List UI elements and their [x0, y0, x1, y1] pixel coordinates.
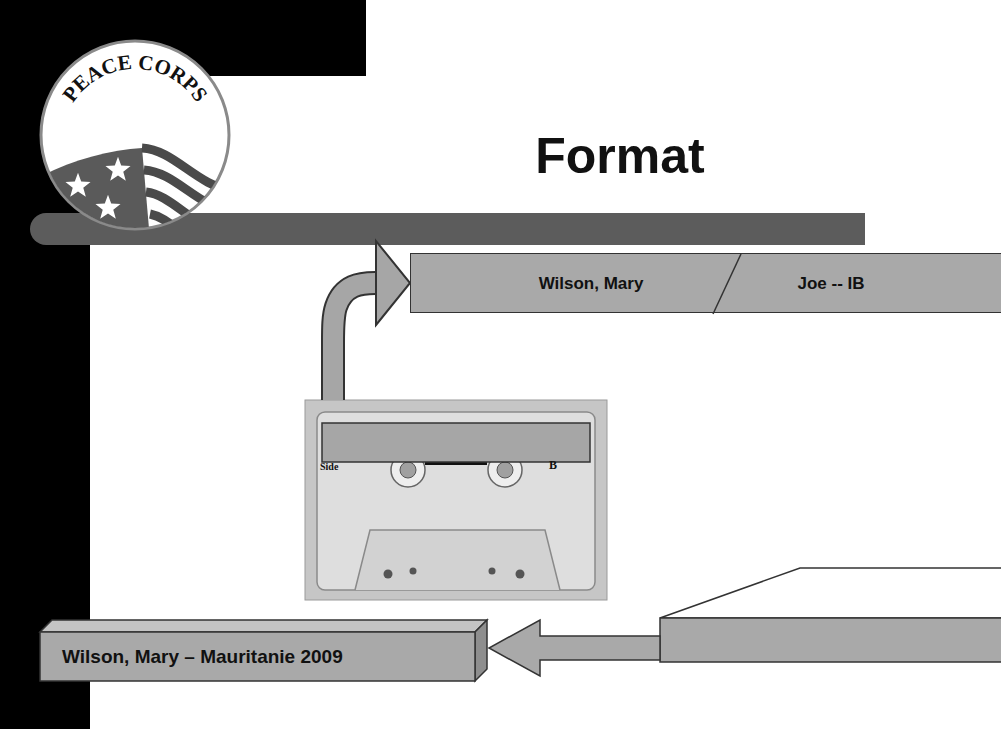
- logo-lettering-path: PEACE CORPS: [58, 50, 213, 106]
- cassette-bottom: [355, 530, 560, 590]
- label-divider: [713, 254, 741, 314]
- box-front: [40, 632, 475, 681]
- flag-field: [38, 148, 150, 240]
- cassette-photo: [305, 400, 607, 600]
- cassette-hole: [384, 570, 393, 579]
- side-marking: Side: [320, 461, 338, 473]
- box-side: [475, 620, 487, 681]
- cassette-hole: [410, 568, 417, 575]
- logo-lettering: PEACE CORPS: [58, 50, 213, 106]
- side-letter: B: [549, 459, 557, 473]
- box-top: [40, 620, 487, 632]
- block-arrow: [333, 241, 410, 400]
- logo-flag: [38, 148, 235, 246]
- cassette-label: [322, 423, 590, 462]
- spine-text: Wilson, Mary – Mauritanie 2009: [62, 632, 343, 681]
- arrow-shaft: [333, 283, 380, 400]
- left-arrow: [489, 620, 660, 676]
- label-divider-layer: [411, 254, 1001, 314]
- cassette-hub: [497, 462, 513, 478]
- spine-block: [660, 568, 1001, 662]
- block-top: [660, 568, 1001, 618]
- student-name: Wilson, Mary: [451, 254, 731, 314]
- flag-star: [65, 173, 90, 197]
- photo-frame: [305, 400, 607, 600]
- peace-corps-logo: PEACE CORPS: [38, 41, 235, 246]
- title-bar: [30, 213, 865, 245]
- label-strip: Wilson, MaryJoe -- IB: [410, 253, 1001, 313]
- host-name: Joe -- IB: [741, 254, 921, 314]
- arrow-head: [376, 241, 410, 325]
- cassette-hub: [400, 462, 416, 478]
- cassette-hole: [489, 568, 496, 575]
- arrow-outline: [333, 283, 380, 400]
- flag-star: [95, 195, 120, 219]
- spine-label: Wilson, Mary – Mauritanie 2009: [40, 619, 488, 681]
- block-front: [660, 618, 1001, 662]
- cassette-hole: [516, 570, 525, 579]
- flag-stripe: [150, 214, 205, 246]
- slide-title: Format: [420, 126, 820, 186]
- cassette-body: [317, 412, 595, 590]
- cassette: Side B: [305, 400, 607, 600]
- flag-star: [105, 157, 130, 181]
